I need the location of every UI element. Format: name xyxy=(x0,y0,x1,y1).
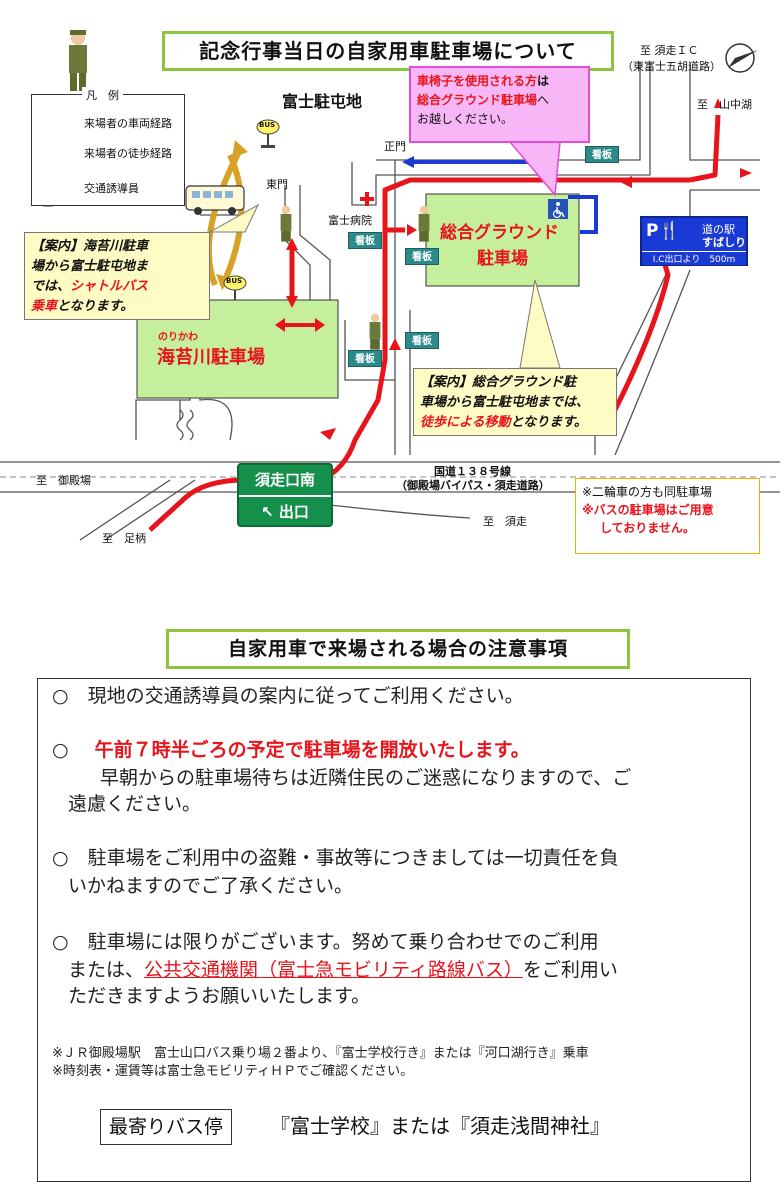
michi-dist: I.C出口より 500m xyxy=(642,251,746,265)
ashigara-label: 至 足柄 xyxy=(102,532,146,545)
kanban-sign-3: 看板 xyxy=(405,248,439,265)
note-4-b2: をご利用い xyxy=(522,959,618,981)
moto-line-3: しておりません。 xyxy=(600,521,695,535)
sogo-callout-b: 車場から富士駐屯地までは、 xyxy=(420,395,590,410)
note-4-b1: または、 xyxy=(68,959,145,981)
kanban-sign-4: 看板 xyxy=(405,332,439,349)
kanban-sign-1: 看板 xyxy=(585,146,619,163)
legend-item-walk: 来場者の徒歩経路 xyxy=(84,147,172,160)
hospital-label: 富士病院 xyxy=(328,214,372,227)
sogo-callout-c-red: 徒歩による移動 xyxy=(420,415,511,430)
note-2-red: 午前７時半ごろの予定で駐車場を開放いたします。 xyxy=(94,739,530,761)
east-gate-label: 東門 xyxy=(266,178,288,191)
norikawa-callout-c-red: シャトルバス xyxy=(70,279,149,294)
kanban-sign-2: 看板 xyxy=(348,232,382,249)
road-label-1: 国道１３８号線 xyxy=(434,465,511,478)
sogo-callout-a: 【案内】総合グラウンド駐 xyxy=(420,375,577,390)
footnote-1: ※ＪＲ御殿場駅 富士山口バス乗り場２番より、『富士学校行き』または『河口湖行き』… xyxy=(52,1046,589,1061)
norikawa-callout-d-red: 乗車 xyxy=(31,299,58,314)
moto-line-1: ※二輪車の方も同駐車場 xyxy=(582,485,713,499)
norikawa-callout-a: 【案内】海苔川駐車 xyxy=(31,239,149,254)
michi-line-1: 道の駅 xyxy=(702,223,735,236)
nearest-bus-stop-names: 『富士学校』または『須走浅間神社』 xyxy=(270,1114,610,1138)
legend-item-guard: 交通誘導員 xyxy=(84,182,139,195)
norikawa-callout-b: 場から富士駐屯地ま xyxy=(31,259,149,274)
main-gate-label: 正門 xyxy=(384,140,406,153)
notes-box: ○ 現地の交通誘導員の案内に従ってご利用ください。 ○ 午前７時半ごろの予定で駐車… xyxy=(37,678,751,1182)
wheelchair-text-3: お越しください。 xyxy=(417,112,514,126)
note-2-line-3: 遠慮ください。 xyxy=(68,793,202,815)
ic-label-2: （東富士五胡道路） xyxy=(622,60,721,73)
note-2-line-2: 早朝からの駐車場待ちは近隣住民のご迷惑になりますので、ご xyxy=(100,767,632,789)
gotemba-label: 至 御殿場 xyxy=(36,474,91,487)
motorcycle-callout: ※二輪車の方も同駐車場 ※バスの駐車場はご用意 しておりません。 xyxy=(575,478,760,554)
note-2-line-1: ○ 午前７時半ごろの予定で駐車場を開放いたします。 xyxy=(52,735,530,765)
bus-stop-icon-top xyxy=(256,119,280,148)
note-4-red: 公共交通機関（富士急モビリティ路線バス） xyxy=(144,959,523,981)
bus-stop-text-bottom: BUS xyxy=(226,277,243,285)
norikawa-ruby: のりかわ xyxy=(158,332,198,343)
moto-line-2: ※バスの駐車場はご用意 xyxy=(582,503,714,517)
michi-line-2: すばしり xyxy=(702,236,746,249)
kanban-sign-5: 看板 xyxy=(348,350,382,367)
sogo-lot-label-2: 駐車場 xyxy=(477,249,528,269)
exit-sign-bottom: ↖ 出口 xyxy=(261,503,309,521)
walking-route xyxy=(410,160,598,234)
parking-food-icon: P🍴 xyxy=(646,221,680,241)
exit-sign: 須走口南 ↖ 出口 xyxy=(237,463,333,527)
note-4-line-1: ○ 駐車場には限りがございます。努めて乗り合わせでのご利用 xyxy=(52,931,599,953)
map-title: 記念行事当日の自家用車駐車場について xyxy=(162,31,614,71)
norikawa-lot-label: 海苔川駐車場 xyxy=(157,347,265,368)
note-4-line-3: ただきますようお願いいたします。 xyxy=(68,985,371,1007)
bus-stop-icon-bottom xyxy=(223,275,247,300)
note-3-line-1: ○ 駐車場をご利用中の盗難・事故等につきましては一切責任を負 xyxy=(52,847,619,869)
bus-stop-text-top: BUS xyxy=(259,121,276,129)
road-label-2: （御殿場バイパス・須走道路） xyxy=(396,479,550,492)
wheelchair-text-red: 車椅子を使用される方 xyxy=(417,74,538,88)
shuttle-arrows xyxy=(205,148,245,287)
norikawa-callout: 【案内】海苔川駐車 場から富士駐屯地ま では、シャトルバス 乗車となります。 xyxy=(24,232,210,320)
legend-item-vehicle: 来場者の車両経路 xyxy=(84,117,172,130)
legend-box: 凡 例 来場者の車両経路 来場者の徒歩経路 交通誘導員 xyxy=(31,87,185,206)
footnote-2: ※時刻表・運賃等は富士急モビリティＨＰでご確認ください。 xyxy=(52,1064,414,1079)
sogo-callout-c: となります。 xyxy=(510,415,587,430)
ic-label-1: 至 須走ＩＣ xyxy=(640,44,699,57)
note-3-line-2: いかねますのでご了承ください。 xyxy=(68,875,354,897)
shuttle-bus-icon xyxy=(185,185,245,215)
note-2-mark: ○ xyxy=(52,739,69,761)
note-1: ○ 現地の交通誘導員の案内に従ってご利用ください。 xyxy=(52,685,524,707)
camp-label: 富士駐屯地 xyxy=(282,92,363,111)
michi-no-eki-sign: P🍴 道の駅 すばしり I.C出口より 500m xyxy=(640,216,748,266)
legend-heading: 凡 例 xyxy=(82,87,123,103)
exit-sign-top: 須走口南 xyxy=(239,465,331,497)
hospital-cross-icon xyxy=(360,192,374,206)
nearest-bus-stop-box: 最寄りバス停 xyxy=(100,1109,233,1145)
subashiri-label: 至 須走 xyxy=(483,515,527,528)
wheelchair-text-lot: 総合グラウンド駐車場 xyxy=(417,93,538,107)
yamanakako-label: 至 山中湖 xyxy=(697,98,752,111)
sogo-lot-label-1: 総合グラウンド xyxy=(440,223,559,243)
wheelchair-text-he: へ xyxy=(537,93,550,107)
wheelchair-callout: 車椅子を使用される方は 総合グラウンド駐車場へ お越しください。 xyxy=(409,66,590,143)
sogo-callout: 【案内】総合グラウンド駐 車場から富士駐屯地までは、 徒歩による移動となります。 xyxy=(413,368,617,436)
notes-title: 自家用車で来場される場合の注意事項 xyxy=(166,629,630,669)
norikawa-callout-c: では、 xyxy=(31,279,71,294)
norikawa-callout-d: となります。 xyxy=(57,299,134,314)
north-arrow-icon xyxy=(725,43,758,73)
wheelchair-text-wa: は xyxy=(537,74,550,88)
note-4-line-2: または、公共交通機関（富士急モビリティ路線バス）をご利用い xyxy=(68,955,618,985)
